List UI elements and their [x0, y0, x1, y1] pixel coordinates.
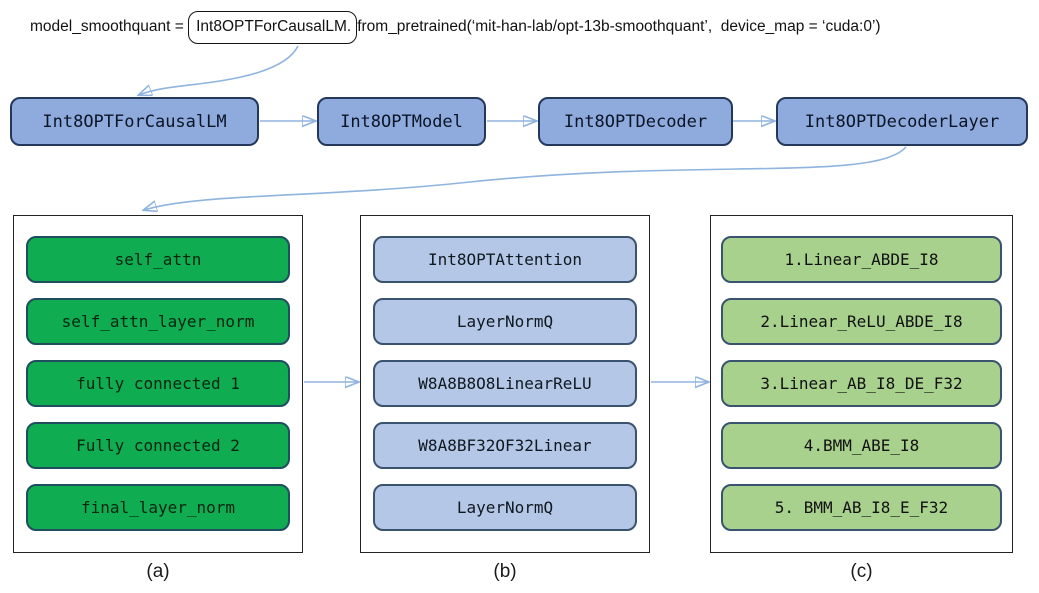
caption-b: (b): [493, 561, 517, 582]
group-c-cuda-kernels: 1.Linear_ABDE_I8 2.Linear_ReLU_ABDE_I8 3…: [710, 215, 1013, 553]
int8-module-box-layernormq-2: LayerNormQ: [373, 484, 637, 531]
node-int8optmodel: Int8OPTModel: [317, 97, 486, 146]
group-a-decoder-modules: self_attn self_attn_layer_norm fully con…: [13, 215, 303, 553]
node-int8optforcausallm: Int8OPTForCausalLM: [10, 97, 259, 146]
kernel-box-bmm-abe-i8: 4.BMM_ABE_I8: [721, 422, 1002, 469]
kernel-box-linear-ab-i8-de-f32: 3.Linear_AB_I8_DE_F32: [721, 360, 1002, 407]
int8-module-box-linear: W8A8BF32OF32Linear: [373, 422, 637, 469]
node-int8optdecoder: Int8OPTDecoder: [538, 97, 733, 146]
arrow-decoderlayer-to-group-a: [144, 146, 907, 210]
code-prefix: model_smoothquant =: [30, 18, 189, 35]
module-box-final-layer-norm: final_layer_norm: [26, 484, 290, 531]
module-box-self-attn: self_attn: [26, 236, 290, 283]
caption-a: (a): [146, 561, 170, 582]
int8-module-box-attention: Int8OPTAttention: [373, 236, 637, 283]
code-suffix: from_pretrained(‘mit-han-lab/opt-13b-smo…: [357, 18, 881, 35]
kernel-box-linear-relu-abde-i8: 2.Linear_ReLU_ABDE_I8: [721, 298, 1002, 345]
kernel-box-linear-abde-i8: 1.Linear_ABDE_I8: [721, 236, 1002, 283]
group-b-int8-modules: Int8OPTAttention LayerNormQ W8A8B8O8Line…: [360, 215, 650, 553]
code-line: model_smoothquant = Int8OPTForCausalLM. …: [30, 8, 881, 46]
module-box-fully-connected-1: fully connected 1: [26, 360, 290, 407]
module-box-fully-connected-2: Fully connected 2: [26, 422, 290, 469]
module-box-self-attn-layer-norm: self_attn_layer_norm: [26, 298, 290, 345]
caption-c: (c): [850, 561, 873, 582]
code-highlight-box: Int8OPTForCausalLM.: [188, 10, 358, 44]
int8-module-box-linearrelu: W8A8B8O8LinearReLU: [373, 360, 637, 407]
int8-module-box-layernormq-1: LayerNormQ: [373, 298, 637, 345]
arrow-code-to-causallm: [139, 45, 299, 95]
kernel-box-bmm-ab-i8-e-f32: 5. BMM_AB_I8_E_F32: [721, 484, 1002, 531]
node-int8optdecoderlayer: Int8OPTDecoderLayer: [776, 97, 1028, 146]
